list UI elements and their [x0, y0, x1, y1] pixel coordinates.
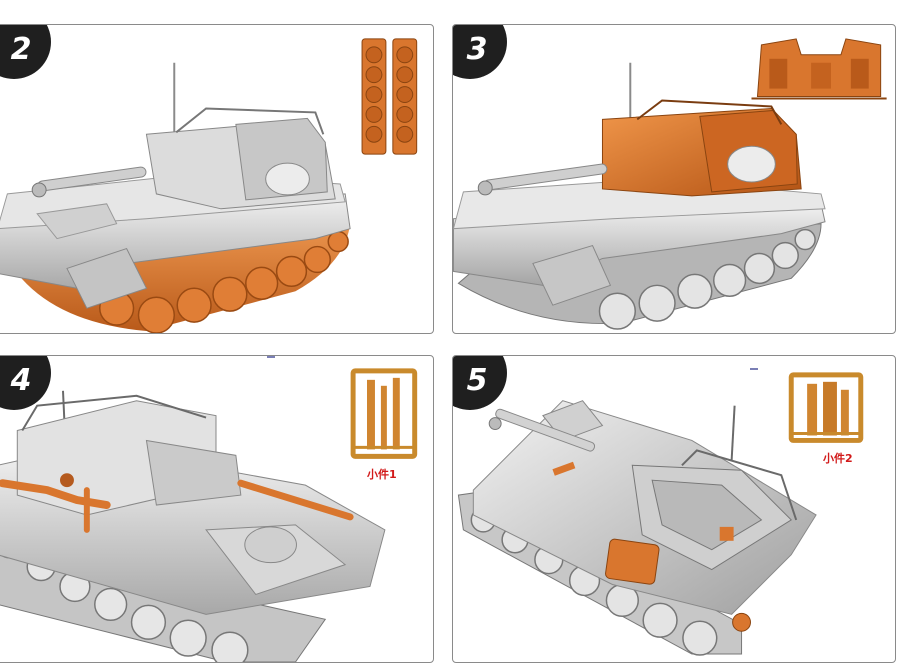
- step-panel-3: 3: [452, 24, 896, 334]
- divider-mark: [750, 368, 758, 370]
- parts-sprue: [350, 368, 418, 459]
- tank-illustration: [0, 368, 418, 662]
- divider-mark: [267, 356, 275, 358]
- tank-illustration: [457, 372, 864, 656]
- step-panel-5: 5: [452, 355, 896, 663]
- step-number-badge: 3: [453, 25, 507, 79]
- tank-illustration: [453, 38, 887, 330]
- sprue-label: 小件2: [823, 452, 853, 465]
- step-panel-4: 4: [0, 355, 434, 663]
- tank-illustration: [0, 38, 418, 333]
- parts-sprue: [751, 38, 887, 100]
- sprue-label: 小件1: [367, 468, 397, 481]
- step-panel-2: 2: [0, 24, 434, 334]
- step-number-badge: 2: [0, 25, 51, 79]
- parts-sprue: [361, 38, 418, 155]
- parts-sprue: [788, 372, 864, 443]
